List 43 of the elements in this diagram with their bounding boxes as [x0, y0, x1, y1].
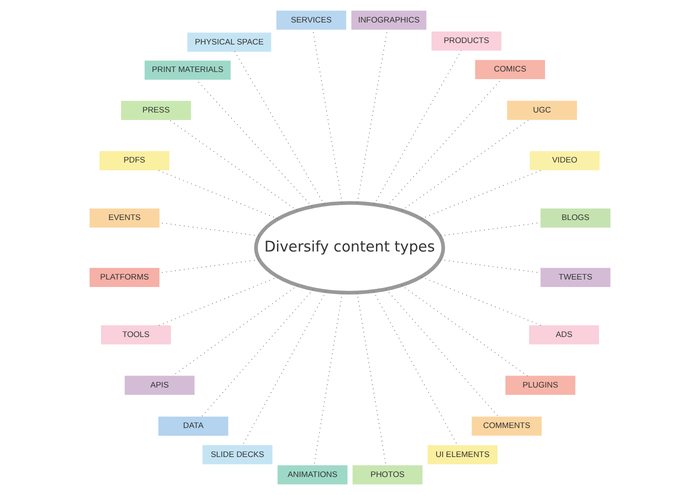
node-box: APIS [124, 376, 195, 395]
node-box: TWEETS [540, 268, 610, 287]
node-box: PRINT MATERIALS [144, 60, 231, 80]
connector [386, 78, 502, 207]
node-box: UGC [507, 100, 577, 120]
connector [314, 292, 343, 466]
node-box: INFOGRAPHICS [351, 10, 426, 30]
node-box: ADS [529, 325, 599, 344]
connector [201, 289, 314, 418]
node-box: UI ELEMENTS [428, 445, 498, 464]
connector [158, 276, 279, 326]
node-box: PDFS [99, 151, 170, 170]
node-box: ANIMATIONS [278, 465, 348, 484]
node-box: EVENTS [90, 208, 160, 228]
connector [420, 276, 542, 326]
connector [402, 119, 530, 211]
node-box: SERVICES [276, 10, 346, 30]
node-box: SLIDE DECKS [202, 445, 272, 464]
node-box: BLOGS [540, 208, 610, 228]
connector [401, 284, 528, 376]
node-box: PLATFORMS [90, 268, 160, 287]
node-box: DATA [158, 416, 228, 436]
node-box: PHYSICAL SPACE [187, 32, 272, 52]
connector [386, 288, 499, 418]
node-box: PRODUCTS [432, 32, 502, 51]
connector [156, 170, 278, 220]
connector [420, 170, 542, 220]
node-box: COMICS [475, 60, 546, 80]
node-box: VIDEO [530, 151, 600, 170]
connector [242, 291, 326, 446]
node-ellipse: Diversify content types [254, 201, 446, 295]
connector [196, 79, 312, 207]
connector [373, 291, 458, 446]
node-box: PLUGINS [505, 376, 576, 395]
connector [356, 292, 386, 466]
connector [234, 51, 325, 205]
connector [374, 50, 462, 205]
node-box: PHOTOS [352, 465, 422, 484]
node-box: COMMENTS [472, 416, 542, 436]
connector [312, 29, 342, 204]
node-box: TOOLS [101, 325, 171, 344]
node-box: PRESS [121, 100, 191, 120]
connector [168, 119, 298, 211]
